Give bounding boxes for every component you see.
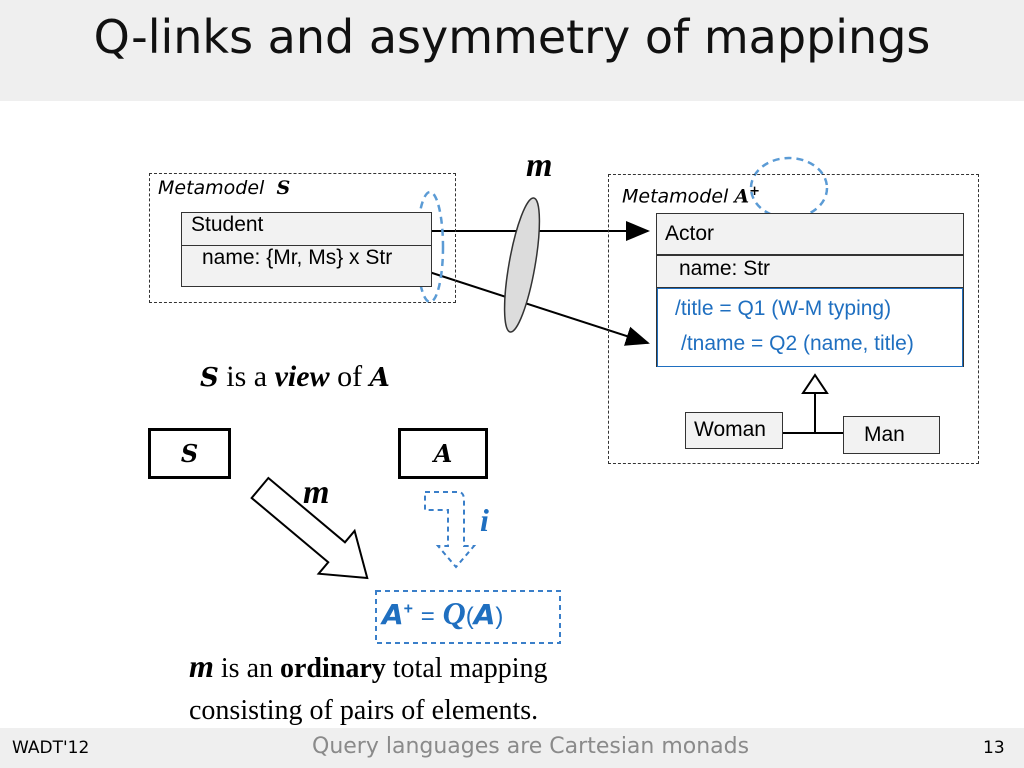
- actor-class: Actor name: Str /title = Q1 (W-M typing)…: [656, 213, 964, 367]
- caption-line-1: m is an ordinary total mapping: [189, 648, 548, 684]
- page-number: 13: [983, 738, 1005, 758]
- formula-a: A: [382, 598, 404, 631]
- mapping-lens: [503, 197, 541, 333]
- metamodel-s-label: Metamodel S: [158, 177, 291, 199]
- view-word: view: [274, 360, 330, 393]
- view-s: S: [200, 363, 219, 393]
- actor-attribute: name: Str: [679, 257, 771, 280]
- caption: m is an ordinary total mapping consistin…: [189, 645, 548, 732]
- mapping-arrow-attribute: [422, 269, 650, 346]
- box-a: A: [398, 428, 488, 479]
- inclusion-arrow: [424, 491, 477, 569]
- hollow-arrow-label: m: [303, 474, 330, 511]
- box-s: S: [148, 428, 231, 479]
- student-class-name: Student: [191, 213, 264, 236]
- metamodel-a-symbol: A: [734, 185, 750, 208]
- actor-class-name: Actor: [665, 222, 715, 245]
- metamodel-s-frame: [149, 173, 456, 303]
- formula-q: Q: [442, 595, 466, 631]
- caption-m: m: [189, 648, 214, 684]
- formula-sup: +: [403, 600, 414, 618]
- student-class-name-row: Student: [182, 213, 431, 246]
- formula: A+ = Q(A): [382, 595, 504, 631]
- formula-eq: =: [420, 603, 435, 630]
- man-class-name: Man: [864, 423, 905, 446]
- metamodel-a-frame: [608, 174, 979, 464]
- actor-attribute-row: name: Str: [657, 256, 963, 288]
- student-attribute-row: name: {Mr, Ms} x Str: [182, 246, 431, 270]
- caption-ordinary: ordinary: [280, 653, 386, 684]
- metamodel-a-label: Metamodel A+: [622, 184, 761, 208]
- derived-tname: /tname = Q2 (name, title): [681, 332, 914, 355]
- footer-left: WADT'12: [12, 738, 90, 758]
- caption-line-2: consisting of pairs of elements.: [189, 695, 539, 726]
- title-bar: [0, 0, 1024, 101]
- formula-arg: A: [473, 598, 496, 631]
- woman-class-name: Woman: [694, 418, 766, 441]
- actor-class-name-row: Actor: [657, 214, 963, 256]
- slide-title: Q-links and asymmetry of mappings: [93, 10, 931, 64]
- student-class: Student name: {Mr, Ms} x Str: [181, 212, 432, 287]
- derived-title: /title = Q1 (W-M typing): [675, 297, 892, 320]
- hollow-arrow: [250, 476, 369, 580]
- footer-center: Query languages are Cartesian monads: [312, 734, 750, 759]
- mapping-label: m: [526, 147, 553, 184]
- man-class: Man: [843, 416, 940, 454]
- formula-box: [375, 590, 561, 644]
- highlight-student-ellipse: [415, 190, 445, 304]
- metamodel-s-symbol: S: [276, 177, 291, 199]
- view-statement: S is a view of A: [200, 360, 390, 393]
- footer-bar: [0, 728, 1024, 768]
- metamodel-a-sup: +: [749, 184, 761, 199]
- actor-derived-section: /title = Q1 (W-M typing) /tname = Q2 (na…: [657, 288, 963, 367]
- woman-class: Woman: [685, 412, 783, 449]
- view-a: A: [369, 363, 390, 393]
- student-attribute: name: {Mr, Ms} x Str: [202, 246, 393, 269]
- inclusion-label: i: [480, 502, 489, 538]
